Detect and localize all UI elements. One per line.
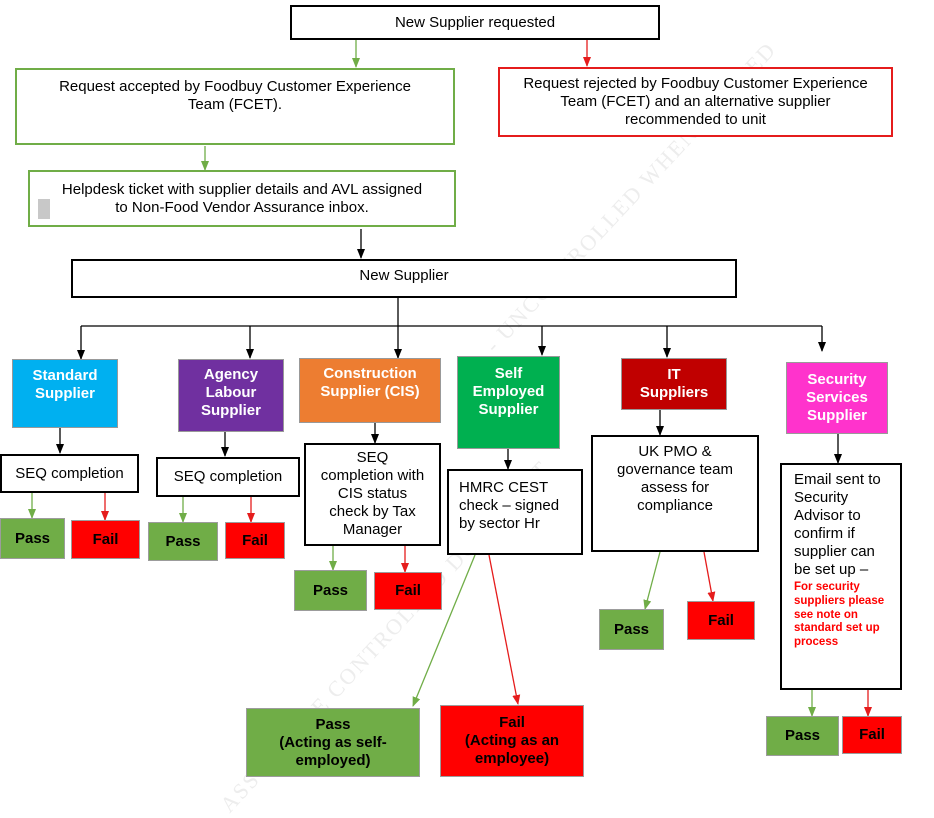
step-security-label: Email sent to Security Advisor to confir… (794, 471, 881, 578)
new-supplier-label: New Supplier (359, 267, 449, 284)
category-security-label: Security Services Supplier (806, 371, 868, 424)
it-pass: Pass (599, 609, 664, 650)
category-standard-label: Standard Supplier (32, 367, 98, 402)
standard-pass-label: Pass (14, 529, 51, 547)
agency-pass-label: Pass (165, 532, 201, 550)
construction-fail-label: Fail (395, 582, 421, 599)
self-employed-pass-label: Pass (Acting as self- employed) (279, 715, 387, 769)
standard-fail: Fail (71, 520, 140, 559)
category-it-label: IT Suppliers (639, 366, 709, 401)
step-construction-label: SEQ completion with CIS status check by … (320, 449, 425, 538)
it-fail: Fail (687, 601, 755, 640)
request-rejected-box: Request rejected by Foodbuy Customer Exp… (498, 67, 893, 137)
request-accepted-box: Request accepted by Foodbuy Customer Exp… (15, 68, 455, 145)
step-it-pmo-governance: UK PMO & governance team assess for comp… (591, 435, 759, 552)
request-accepted-label: Request accepted by Foodbuy Customer Exp… (59, 78, 411, 113)
security-fail: Fail (842, 716, 902, 754)
agency-fail-label: Fail (242, 531, 268, 549)
step-construction-seq-cis: SEQ completion with CIS status check by … (304, 443, 441, 546)
helpdesk-ticket-box: Helpdesk ticket with supplier details an… (28, 170, 456, 227)
security-note-text: For security suppliers please see note o… (794, 581, 885, 649)
category-it-suppliers: IT Suppliers (621, 358, 727, 410)
new-supplier-box: New Supplier (71, 259, 737, 298)
new-supplier-requested-label: New Supplier requested (394, 13, 556, 31)
construction-pass: Pass (294, 570, 367, 611)
agency-fail: Fail (225, 522, 285, 559)
security-fail-label: Fail (859, 726, 885, 743)
self-employed-fail: Fail (Acting as an employee) (440, 705, 584, 777)
standard-fail-label: Fail (92, 530, 119, 548)
category-self-employed-label: Self Employed Supplier (472, 365, 545, 418)
category-self-employed-supplier: Self Employed Supplier (457, 356, 560, 449)
step-it-label: UK PMO & governance team assess for comp… (617, 443, 733, 514)
category-standard-supplier: Standard Supplier (12, 359, 118, 428)
construction-pass-label: Pass (312, 581, 349, 599)
grey-marker (38, 199, 50, 219)
agency-pass: Pass (148, 522, 218, 561)
category-construction-supplier: Construction Supplier (CIS) (299, 358, 441, 423)
helpdesk-ticket-label: Helpdesk ticket with supplier details an… (61, 180, 423, 216)
self-employed-pass: Pass (Acting as self- employed) (246, 708, 420, 777)
it-fail-label: Fail (708, 611, 734, 629)
step-standard-seq-completion: SEQ completion (0, 454, 139, 493)
category-agency-labour-supplier: Agency Labour Supplier (178, 359, 284, 432)
step-self-employed-hmrc-cest: HMRC CEST check – signed by sector Hr (447, 469, 583, 555)
request-rejected-label: Request rejected by Foodbuy Customer Exp… (523, 75, 868, 128)
self-employed-fail-label: Fail (Acting as an employee) (464, 714, 560, 767)
it-pass-label: Pass (613, 620, 650, 638)
standard-pass: Pass (0, 518, 65, 559)
construction-fail: Fail (374, 572, 442, 610)
new-supplier-requested-box: New Supplier requested (290, 5, 660, 40)
security-pass-label: Pass (784, 727, 821, 744)
category-security-services-supplier: Security Services Supplier (786, 362, 888, 434)
step-agency-seq-completion: SEQ completion (156, 457, 300, 497)
step-standard-label: SEQ completion (15, 464, 124, 482)
step-security-email-advisor: Email sent to Security Advisor to confir… (780, 463, 902, 690)
category-construction-label: Construction Supplier (CIS) (320, 365, 420, 400)
security-pass: Pass (766, 716, 839, 756)
step-agency-label: SEQ completion (173, 468, 283, 485)
category-agency-label: Agency Labour Supplier (200, 366, 261, 419)
step-self-employed-label: HMRC CEST check – signed by sector Hr (459, 479, 560, 532)
